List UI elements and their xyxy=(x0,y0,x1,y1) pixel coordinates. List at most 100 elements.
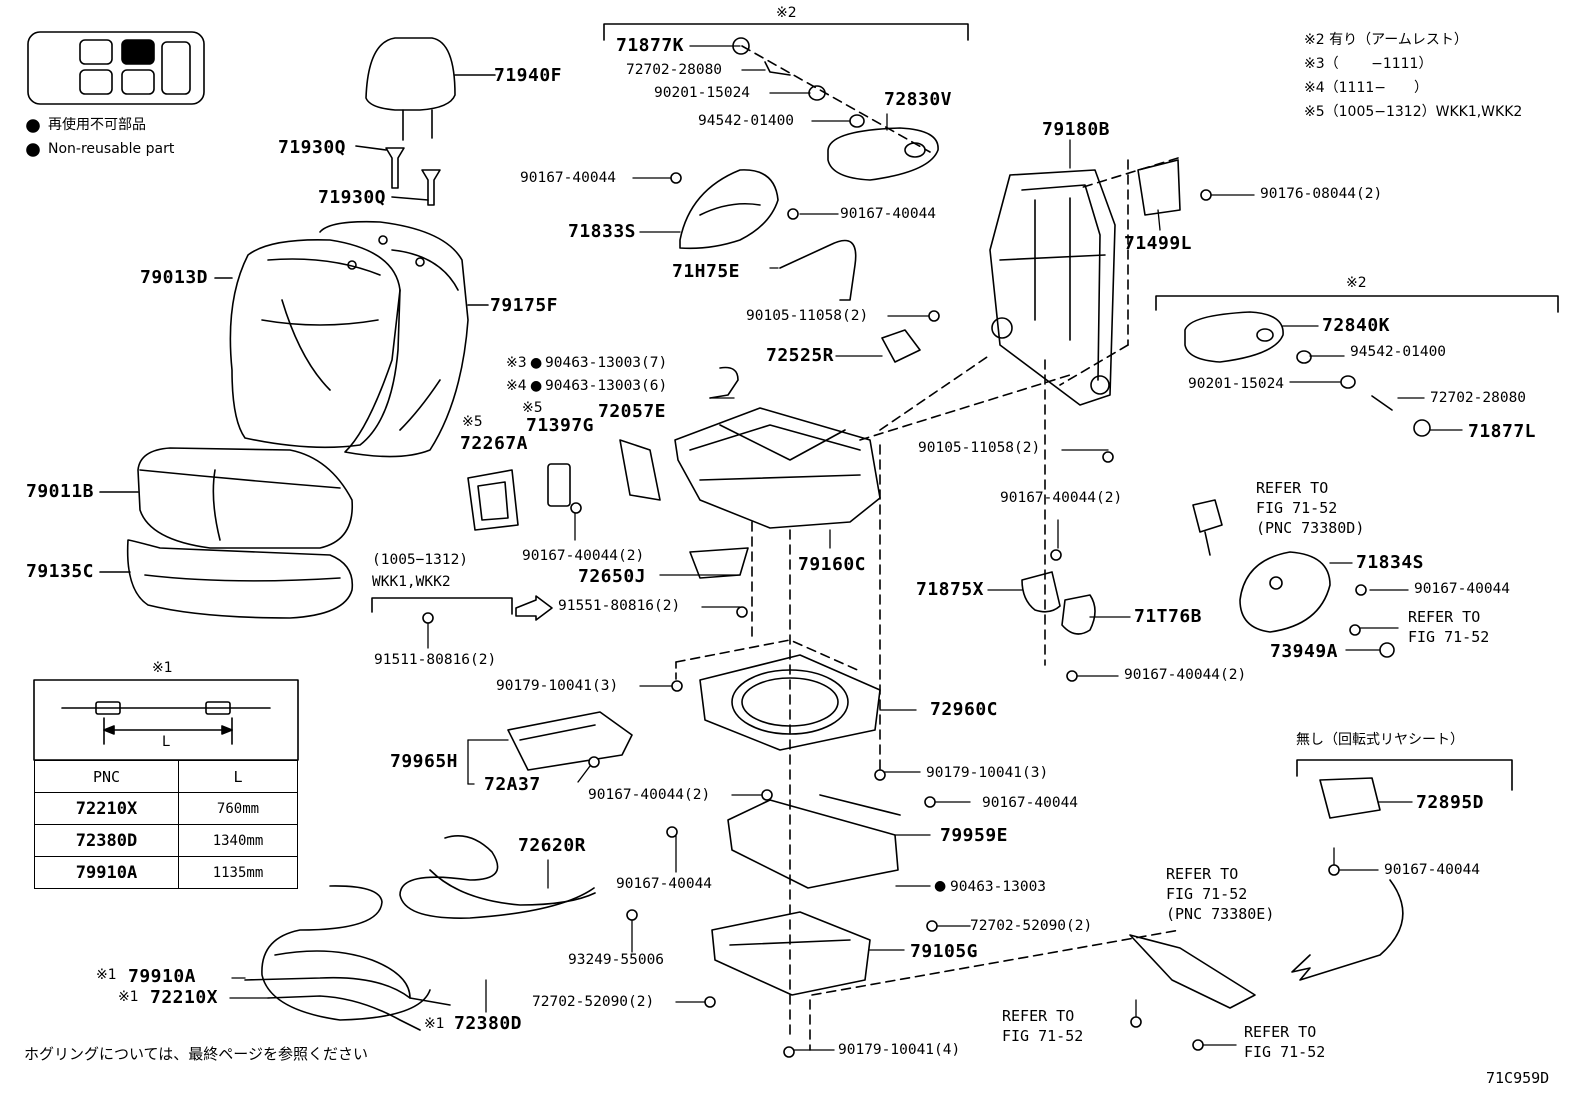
footer-note: ホグリングについては、最終ページを参照ください xyxy=(24,1045,368,1063)
table-header-pnc: PNC xyxy=(34,760,179,793)
seatback-frame-art xyxy=(989,157,1181,406)
part-90167-40044-d: 90167-40044(2) xyxy=(1000,490,1123,506)
part-71834S: 71834S xyxy=(1356,552,1425,573)
part-90105-11058-a: 90105-11058(2) xyxy=(746,308,869,324)
seat-cushion-art xyxy=(99,447,354,619)
part-71940F: 71940F xyxy=(494,65,563,86)
cable-length-table: PNC L 72210X 760mm 72380D 1340mm 79910A … xyxy=(34,760,298,889)
side-shield-art xyxy=(679,169,921,363)
part-71499L: 71499L xyxy=(1124,233,1193,254)
callout-x5b: ※5 xyxy=(522,400,543,416)
bracket-lines xyxy=(371,23,1559,791)
part-90167-40044-b: 90167-40044 xyxy=(840,206,937,222)
part-90167-40044-i: 90167-40044 xyxy=(616,876,713,892)
part-72267A: 72267A xyxy=(460,433,529,454)
legend-bullet-1 xyxy=(26,119,40,133)
part-71930Q-a: 71930Q xyxy=(278,137,347,158)
seat-frame-art xyxy=(467,354,1071,579)
part-90167-40044-c: 90167-40044(2) xyxy=(522,548,645,564)
part-90167-40044-e: 90167-40044(2) xyxy=(1124,667,1247,683)
part-72057E: 72057E xyxy=(598,401,667,422)
part-71833S: 71833S xyxy=(568,221,637,242)
note-x3: ※3（ −1111） xyxy=(1304,56,1433,72)
part-72840K: 72840K xyxy=(1322,315,1391,336)
part-90179-10041-a: 90179-10041(3) xyxy=(496,678,619,694)
part-72620R: 72620R xyxy=(518,835,587,856)
part-90105-11058-b: 90105-11058(2) xyxy=(918,440,1041,456)
part-79160C: 79160C xyxy=(798,554,867,575)
part-71397G: 71397G xyxy=(526,415,595,436)
part-71930Q-b: 71930Q xyxy=(318,187,387,208)
part-90201-15024-b: 90201-15024 xyxy=(1188,376,1285,392)
part-79105G: 79105G xyxy=(910,941,979,962)
part-90167-40044-g: 90167-40044(2) xyxy=(588,787,711,803)
note-x5: ※5（1005−1312）WKK1,WKK2 xyxy=(1304,104,1523,120)
part-90179-10041-c: 90179-10041(4) xyxy=(838,1042,961,1058)
part-90167-40044-j: 90167-40044 xyxy=(1384,862,1481,878)
headrest-art xyxy=(355,37,496,206)
swivel-plate-art xyxy=(675,444,881,1041)
nashi-note: 無し（回転式リヤシート） xyxy=(1296,732,1464,748)
cable-dimension-label: L xyxy=(162,734,170,750)
legend-line-1: 再使用不可部品 xyxy=(48,117,146,133)
table-cell-length: 760mm xyxy=(178,792,298,825)
seat-position-icon xyxy=(27,31,205,105)
part-90176-08044: 90176-08044(2) xyxy=(1260,186,1383,202)
callout-x1: ※1 xyxy=(152,660,173,676)
prefix-x4: ※4 xyxy=(506,378,527,394)
table-cell-length: 1340mm xyxy=(178,824,298,857)
part-71877L: 71877L xyxy=(1468,421,1537,442)
part-71T76B: 71T76B xyxy=(1134,606,1203,627)
part-90463-13003: 90463-13003 xyxy=(950,879,1047,895)
table-header-l: L xyxy=(178,760,298,793)
nonreusable-dot-2: ● xyxy=(530,378,543,394)
part-90463-13003-6: 90463-13003(6) xyxy=(545,378,668,394)
table-cell-pnc: 72380D xyxy=(34,824,179,857)
part-79175F: 79175F xyxy=(490,295,559,316)
part-72702-52090-b: 72702-52090(2) xyxy=(532,994,655,1010)
part-90167-40044-h: 90167-40044 xyxy=(982,795,1079,811)
recliner-cover-art xyxy=(1021,359,1096,666)
nonreusable-dot-3: ● xyxy=(934,878,947,894)
part-79013D: 79013D xyxy=(140,267,209,288)
part-94542-01400-a: 94542-01400 xyxy=(698,113,795,129)
part-72702-28080-b: 72702-28080 xyxy=(1430,390,1527,406)
callout-x1-72380D: ※1 xyxy=(424,1016,445,1032)
nonreusable-dot-1: ● xyxy=(530,355,543,371)
table-cell-pnc: 72210X xyxy=(34,792,179,825)
part-93249-55006: 93249-55006 xyxy=(568,952,665,968)
refer-fig-71-52-c: REFER TO FIG 71-52 xyxy=(1244,1023,1326,1061)
part-71875X: 71875X xyxy=(916,579,985,600)
part-79011B: 79011B xyxy=(26,481,95,502)
table-row: 79910A 1135mm xyxy=(34,856,298,889)
wkk-models: WKK1,WKK2 xyxy=(372,574,451,590)
leader-lines xyxy=(229,45,1463,1051)
seat-rail-art xyxy=(507,711,1404,1051)
legend-bullet-2 xyxy=(26,143,40,157)
part-79965H: 79965H xyxy=(390,751,459,772)
callout-x1-79910A: ※1 xyxy=(96,967,117,983)
table-cell-pnc: 79910A xyxy=(34,856,179,889)
callout-x1-72210X: ※1 xyxy=(118,989,139,1005)
buckle-art xyxy=(1192,499,1395,658)
callout-x2-right: ※2 xyxy=(1346,275,1367,291)
part-91551-80816: 91551-80816(2) xyxy=(558,598,681,614)
note-x4: ※4（1111− ） xyxy=(1304,80,1428,96)
figure-id: 71C959D xyxy=(1486,1069,1550,1087)
part-79135C: 79135C xyxy=(26,561,95,582)
refer-fig-73380D: REFER TO FIG 71-52 (PNC 73380D) xyxy=(1256,479,1365,537)
part-90463-13003-7: 90463-13003(7) xyxy=(545,355,668,371)
part-72830V: 72830V xyxy=(884,89,953,110)
part-72A37: 72A37 xyxy=(484,774,541,795)
part-72960C: 72960C xyxy=(930,699,999,720)
part-72380D: 72380D xyxy=(454,1013,523,1034)
part-71H75E: 71H75E xyxy=(672,261,741,282)
part-73949A: 73949A xyxy=(1270,641,1339,662)
table-row: 72210X 760mm xyxy=(34,792,298,825)
part-90167-40044-a: 90167-40044 xyxy=(520,170,617,186)
armrest-right-art xyxy=(1184,311,1431,437)
part-79959E: 79959E xyxy=(940,825,1009,846)
refer-fig-71-52-b: REFER TO FIG 71-52 xyxy=(1002,1007,1084,1045)
callout-x5a: ※5 xyxy=(462,414,483,430)
